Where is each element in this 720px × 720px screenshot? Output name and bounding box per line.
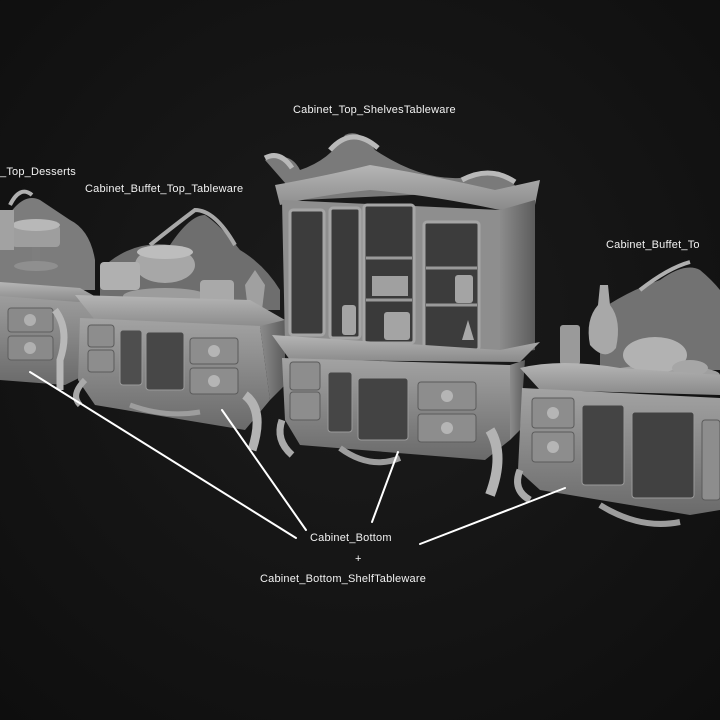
leader-line-3 xyxy=(371,451,399,523)
label-top-desserts: _Top_Desserts xyxy=(0,166,76,178)
cabinet-tall-shelves xyxy=(263,133,540,497)
label-top-shelves-tableware: Cabinet_Top_ShelvesTableware xyxy=(293,104,456,116)
label-buffet-top-tableware: Cabinet_Buffet_Top_Tableware xyxy=(85,183,244,195)
cabinet-desserts xyxy=(0,189,98,390)
label-plus: + xyxy=(355,553,362,565)
leader-line-2 xyxy=(221,409,307,531)
label-buffet-top-right: Cabinet_Buffet_To xyxy=(606,239,700,251)
cabinet-buffet-right xyxy=(514,260,720,527)
cabinet-buffet-tableware xyxy=(73,207,285,452)
leader-line-4 xyxy=(419,487,566,545)
label-bottom-shelf-tableware: Cabinet_Bottom_ShelfTableware xyxy=(260,573,427,585)
leader-line-1 xyxy=(29,371,297,539)
label-cabinet-bottom: Cabinet_Bottom xyxy=(310,532,392,544)
leader-lines xyxy=(29,371,566,545)
